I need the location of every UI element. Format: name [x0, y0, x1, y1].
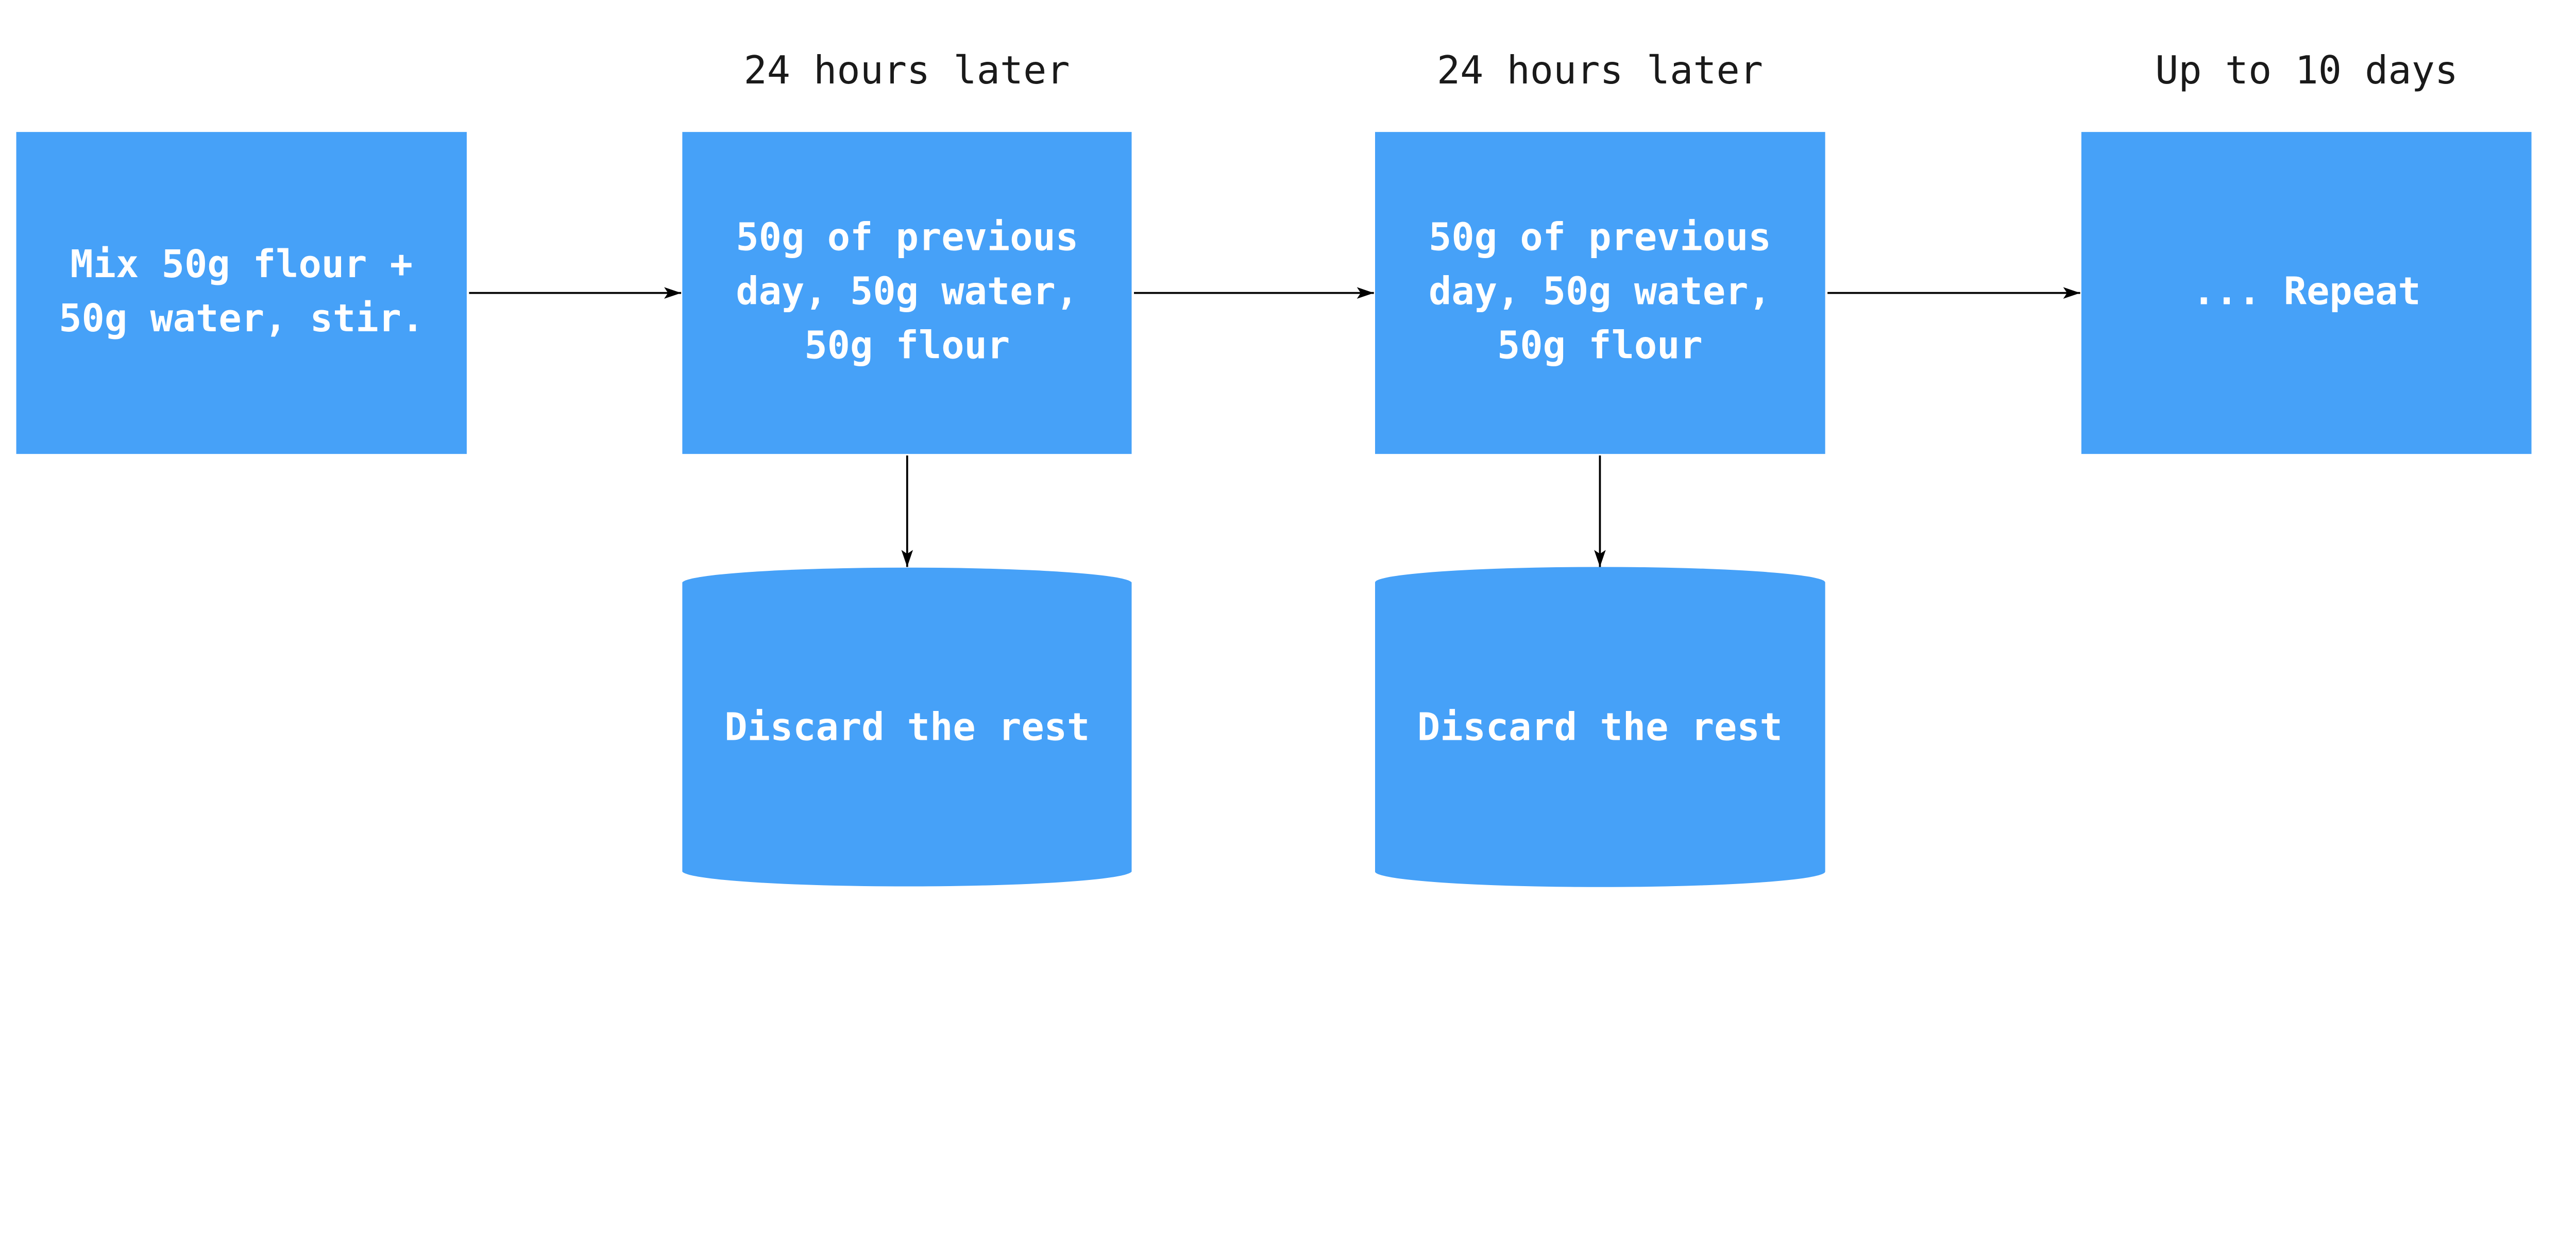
node-discard2: Discard the rest	[1375, 567, 1825, 887]
node-text: day, 50g water,	[736, 269, 1078, 313]
time-label-1: 24 hours later	[744, 47, 1070, 93]
node-mix: Mix 50g flour + 50g water, stir.	[16, 132, 467, 454]
node-discard1: Discard the rest	[682, 567, 1132, 887]
diagram-container: 24 hours later 24 hours later Up to 10 d…	[16, 47, 2532, 887]
node-repeat: ... Repeat	[2081, 132, 2532, 454]
time-label-2: 24 hours later	[1437, 47, 1763, 93]
node-text: Mix 50g flour +	[70, 243, 413, 286]
node-feed1: 50g of previous day, 50g water, 50g flou…	[682, 132, 1132, 454]
node-feed2: 50g of previous day, 50g water, 50g flou…	[1375, 132, 1825, 454]
flow-diagram: 24 hours later 24 hours later Up to 10 d…	[16, 47, 2532, 887]
node-text: 50g of previous	[1429, 215, 1771, 259]
node-text: 50g water, stir.	[59, 297, 424, 341]
node-text: 50g flour	[1497, 324, 1703, 368]
time-label-3: Up to 10 days	[2155, 47, 2458, 93]
node-text: 50g of previous	[736, 215, 1078, 259]
node-text: Discard the rest	[1417, 705, 1783, 749]
node-text: day, 50g water,	[1429, 269, 1771, 313]
node-text: Discard the rest	[724, 705, 1090, 749]
node-text: ... Repeat	[2193, 269, 2421, 313]
node-text: 50g flour	[804, 324, 1010, 368]
